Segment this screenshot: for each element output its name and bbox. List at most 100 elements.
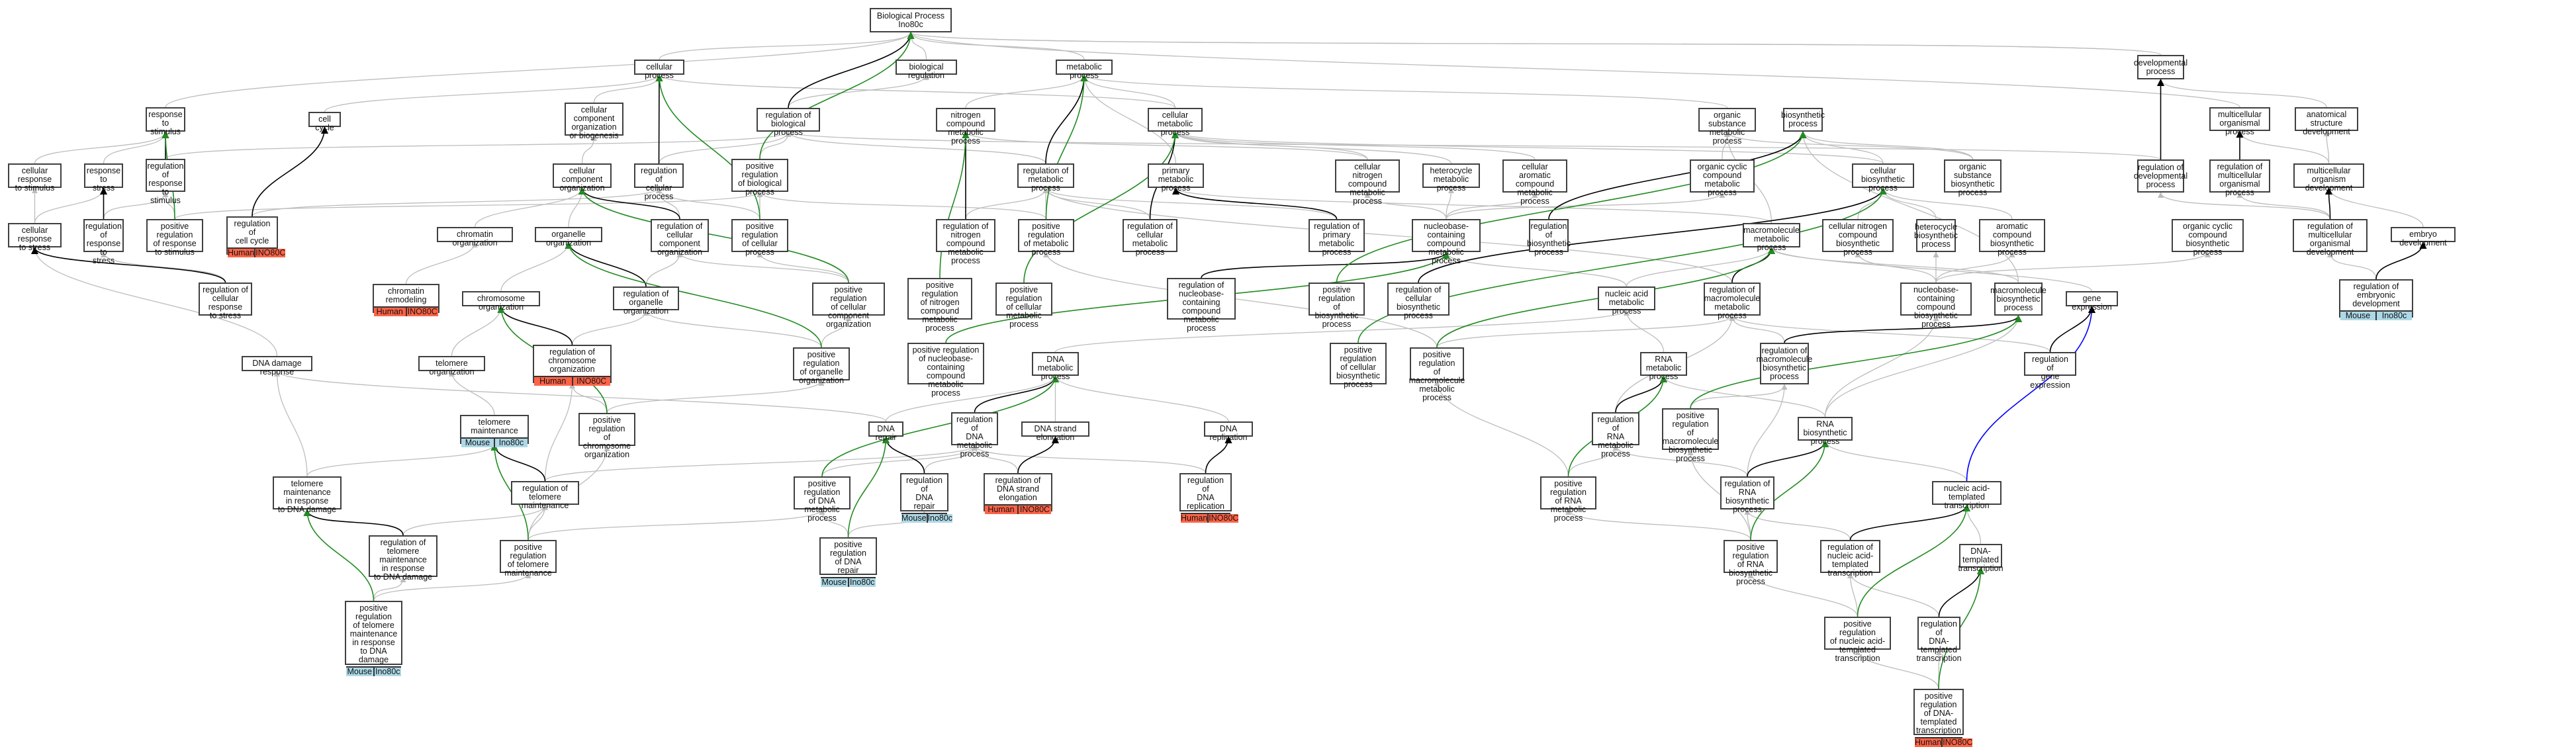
go-term-node-pos-reg-cell-biosynth[interactable]: positive regulation of cellular biosynth…	[1330, 343, 1387, 389]
go-term-node-reg-cco[interactable]: regulation of cellular component organiz…	[651, 219, 709, 257]
go-term-node-heterocycle-metab[interactable]: heterocycle metabolic process	[1422, 163, 1480, 193]
go-term-node-nucleobase-biosynth[interactable]: nucleobase-containing compound biosynthe…	[1900, 283, 1972, 329]
go-term-node-organic-cyclic-biosynth[interactable]: organic cyclic compound biosynthetic pro…	[2172, 219, 2244, 257]
go-term-node-reg-na-templated-transcription[interactable]: regulation of nucleic acid-templated tra…	[1820, 540, 1880, 578]
go-term-node-cco-or-biogenesis[interactable]: cellular component organization or bioge…	[565, 103, 623, 140]
go-term-node-reg-cell-biosynth[interactable]: regulation of cellular biosynthetic proc…	[1387, 283, 1449, 320]
go-term-node-pos-reg-rna-biosynth[interactable]: positive regulation of RNA biosynthetic …	[1724, 540, 1778, 586]
go-term-node-reg-cell-resp-stress[interactable]: regulation of cellular response to stres…	[199, 283, 252, 320]
go-term-node-reg-resp-stress[interactable]: regulation of response to stress	[83, 219, 124, 265]
go-term-node-rna-metab[interactable]: RNA metabolic process	[1640, 352, 1687, 381]
go-term-node-response-to-stimulus[interactable]: response to stimulus	[146, 107, 185, 136]
go-term-node-pos-reg-dna-metab[interactable]: positive regulation of DNA metabolic pro…	[794, 476, 851, 523]
go-term-node-reg-macromol-metab[interactable]: regulation of macromolecule metabolic pr…	[1704, 283, 1761, 320]
go-term-node-telomere-maint-dna-damage[interactable]: telomere maintenance in response to DNA …	[273, 476, 342, 514]
go-term-node-reg-cell-process[interactable]: regulation of cellular process	[634, 163, 684, 201]
go-term-node-primary-metab[interactable]: primary metabolic process	[1148, 163, 1204, 193]
go-term-node-reg-organelle-org[interactable]: regulation of organelle organization	[613, 286, 679, 316]
go-term-node-macromol-biosynth[interactable]: macromolecule biosynthetic process	[1990, 283, 2047, 316]
go-term-node-dna-damage-resp[interactable]: DNA damage response	[242, 356, 312, 376]
go-term-node-reg-cell-metab[interactable]: regulation of cellular metabolic process	[1123, 219, 1177, 257]
go-term-node-pos-reg-telomere-maint-dna-damage[interactable]: positive regulation of telomere maintena…	[345, 601, 402, 676]
go-term-node-multicellular-org-proc[interactable]: multicellular organismal process	[2209, 107, 2270, 136]
go-term-node-aromatic-biosynth[interactable]: aromatic compound biosynthetic process	[1979, 219, 2045, 257]
go-term-node-nucleobase-metab[interactable]: nucleobase-containing compound metabolic…	[1412, 219, 1481, 265]
go-term-node-reg-bio-process[interactable]: regulation of biological process	[757, 108, 820, 137]
go-term-node-dna-templated-transcription[interactable]: DNA-templated transcription	[1958, 544, 2003, 573]
go-term-node-reg-dev[interactable]: regulation of developmental process	[2134, 159, 2187, 193]
go-term-node-nucleic-acid-metab[interactable]: nucleic acid metabolic process	[1598, 286, 1655, 316]
go-term-node-metabolic-process[interactable]: metabolic process	[1056, 60, 1113, 80]
go-term-node-cco[interactable]: cellular component organization	[553, 163, 612, 193]
go-term-node-organelle-org[interactable]: organelle organization	[535, 227, 602, 247]
go-term-node-embryo-dev[interactable]: embryo development	[2391, 227, 2456, 247]
go-term-node-reg-macromol-biosynth[interactable]: regulation of macromolecule biosynthetic…	[1757, 343, 1812, 384]
go-term-node-gene-expression[interactable]: gene expression	[2066, 291, 2118, 312]
go-term-node-heterocycle-biosynth[interactable]: heterocycle biosynthetic process	[1914, 219, 1958, 252]
go-term-node-pos-reg-cell-metab[interactable]: positive regulation of cellular metaboli…	[995, 283, 1052, 329]
go-term-node-reg-nucleobase-metab[interactable]: regulation of nucleobase-containing comp…	[1167, 278, 1236, 333]
go-term-node-cell-biosynth[interactable]: cellular biosynthetic process	[1852, 163, 1914, 193]
go-term-node-pos-reg-telomere-maint[interactable]: positive regulation of telomere maintena…	[500, 540, 557, 578]
go-term-node-dna-replication[interactable]: DNA replication	[1204, 421, 1253, 442]
go-term-node-cellular-metab[interactable]: cellular metabolic process	[1148, 108, 1203, 137]
go-term-node-pos-reg-nitrogen-metab[interactable]: positive regulation of nitrogen compound…	[907, 278, 972, 333]
go-term-node-pos-reg-chromosome-org[interactable]: positive regulation of chromosome organi…	[578, 413, 635, 459]
go-term-node-biological-regulation[interactable]: biological regulation	[896, 60, 957, 80]
go-term-node-cell-nitrogen-metab[interactable]: cellular nitrogen compound metabolic pro…	[1335, 159, 1400, 206]
go-term-node-cellular-process[interactable]: cellular process	[634, 60, 684, 80]
go-term-node-biosynthetic[interactable]: biosynthetic process	[1781, 108, 1825, 132]
go-term-node-pos-reg-metab[interactable]: positive regulation of metabolic process	[1018, 219, 1074, 257]
go-term-node-reg-biosynth[interactable]: regulation of biosynthetic process	[1527, 219, 1571, 257]
go-term-node-dna-metab[interactable]: DNA metabolic process	[1032, 352, 1079, 381]
go-term-node-reg-rna-biosynth[interactable]: regulation of RNA biosynthetic process	[1720, 476, 1774, 514]
go-term-node-anat-struct-dev[interactable]: anatomical structure development	[2295, 107, 2358, 136]
go-term-node-reg-nitrogen-metab[interactable]: regulation of nitrogen compound metaboli…	[936, 219, 995, 265]
go-term-node-reg-multicell-proc[interactable]: regulation of multicellular organismal p…	[2209, 159, 2270, 197]
go-term-node-cell-nitrogen-biosynth[interactable]: cellular nitrogen compound biosynthetic …	[1822, 219, 1894, 257]
go-term-node-cell-resp-stress[interactable]: cellular response to stress	[8, 223, 62, 252]
go-term-node-reg-resp-stimulus[interactable]: regulation of response to stimulus	[146, 159, 185, 205]
go-term-node-dna-repair[interactable]: DNA repair	[868, 421, 903, 442]
go-term-node-pos-reg-macromol-metab[interactable]: positive regulation of macromolecule met…	[1409, 347, 1465, 402]
go-term-node-multicell-org-dev[interactable]: multicellular organism development	[2293, 163, 2364, 193]
go-term-node-reg-dna-templated-transcription[interactable]: regulation of DNA-templated transcriptio…	[1916, 617, 1962, 663]
go-term-node-pos-reg-organelle-org[interactable]: positive regulation of organelle organiz…	[793, 347, 850, 385]
go-term-node-developmental[interactable]: developmental process	[2134, 55, 2187, 79]
go-term-node-pos-reg-dna-templated-transcription[interactable]: positive regulation of DNA-templated tra…	[1913, 689, 1973, 747]
go-term-node-cell-resp-stimulus[interactable]: cellular response to stimulus	[8, 163, 62, 193]
go-term-node-reg-telomere-maint-dna-damage[interactable]: regulation of telomere maintenance in re…	[369, 535, 437, 582]
go-term-node-pos-reg-biosynth[interactable]: positive regulation of biosynthetic proc…	[1309, 283, 1365, 329]
go-term-node-reg-multicell-dev[interactable]: regulation of multicellular organismal d…	[2293, 219, 2368, 257]
go-term-node-organic-cyclic-metab[interactable]: organic cyclic compound metabolic proces…	[1690, 159, 1755, 197]
go-term-node-reg-rna-metab[interactable]: regulation of RNA metabolic process	[1592, 412, 1639, 459]
go-term-node-rna-biosynth[interactable]: RNA biosynthetic process	[1798, 417, 1853, 446]
go-term-node-pos-reg-na-templated-transcription[interactable]: positive regulation of nucleic acid-temp…	[1824, 617, 1891, 663]
go-term-node-cell-aromatic-metab[interactable]: cellular aromatic compound metabolic pro…	[1502, 159, 1567, 206]
go-term-node-organic-subst-biosynth[interactable]: organic substance biosynthetic process	[1944, 159, 2001, 197]
go-term-node-bp[interactable]: Biological Process Ino80c	[870, 8, 952, 32]
go-term-node-chromatin-org[interactable]: chromatin organization	[437, 227, 513, 247]
go-term-node-reg-primary-metab[interactable]: regulation of primary metabolic process	[1309, 219, 1365, 257]
go-term-node-reg-metab[interactable]: regulation of metabolic process	[1017, 163, 1074, 193]
go-term-node-pos-reg-macromol-biosynth[interactable]: positive regulation of macromolecule bio…	[1662, 408, 1719, 463]
go-term-node-organic-subst-metab[interactable]: organic substance metabolic process	[1698, 108, 1756, 146]
go-term-node-pos-reg-cell-process[interactable]: positive regulation of cellular process	[731, 219, 788, 257]
go-term-node-resp-stress[interactable]: response to stress	[84, 163, 123, 193]
go-term-node-nitrogen-cmp-metab[interactable]: nitrogen compound metabolic process	[936, 108, 995, 146]
go-term-node-pos-reg-nucleobase-metab[interactable]: positive regulation of nucleobase-contai…	[907, 343, 984, 398]
go-term-node-dna-strand-elong[interactable]: DNA strand elongation	[1021, 421, 1089, 442]
go-term-node-pos-reg-cco[interactable]: positive regulation of cellular componen…	[812, 283, 885, 329]
go-term-node-pos-reg-bio-process[interactable]: positive regulation of biological proces…	[731, 159, 788, 197]
go-term-node-na-templated-transcription[interactable]: nucleic acid-templated transcription	[1932, 481, 2001, 510]
go-term-node-macromol-metab[interactable]: macromolecule metabolic process	[1743, 223, 1800, 252]
